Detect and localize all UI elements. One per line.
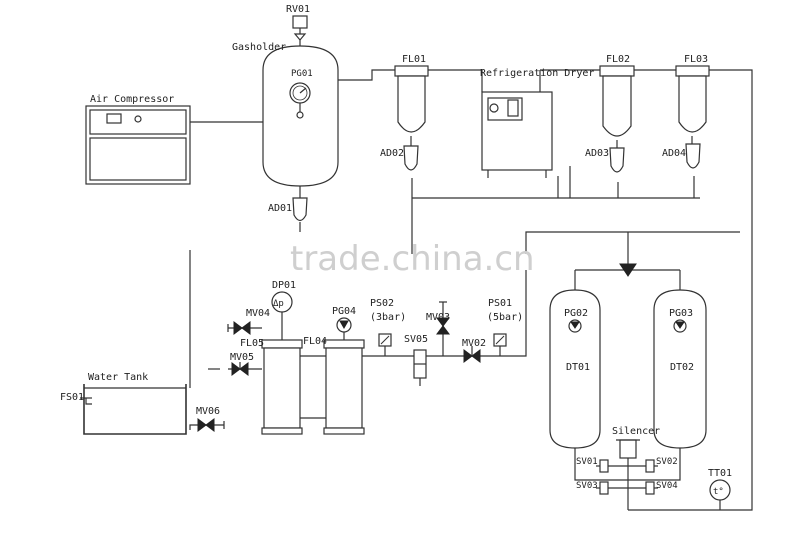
mv06-label: MV06: [196, 406, 220, 417]
auto-drain-ad01: AD01: [268, 197, 308, 232]
sv04-label: SV04: [656, 481, 678, 491]
auto-drain-ad02: AD02: [380, 145, 419, 171]
relief-valve-rv01: RV01: [286, 4, 310, 46]
pressure-gauge-pg04: PG04: [332, 306, 356, 333]
dp01-label: DP01: [272, 280, 296, 291]
ad04-label: AD04: [662, 148, 686, 159]
ps01-label: PS01: [488, 298, 512, 309]
manual-valve-mv06: MV06: [196, 406, 225, 432]
tt01-symbol: t°: [713, 487, 724, 497]
ps01-rating: (5bar): [487, 312, 523, 323]
fl01-label: FL01: [402, 54, 426, 65]
gasholder-tank: Gasholder PG01: [232, 42, 339, 187]
auto-drain-ad04: AD04: [662, 143, 701, 169]
float-switch-fs01: FS01: [60, 392, 92, 405]
solenoid-valve-sv03: SV03: [576, 481, 609, 495]
water-tank: Water Tank: [83, 372, 187, 435]
ps02-label: PS02: [370, 298, 394, 309]
ad01-label: AD01: [268, 203, 292, 214]
pg04-label: PG04: [332, 306, 356, 317]
fl04-label: FL04: [303, 336, 327, 347]
dt02-label: DT02: [670, 362, 694, 373]
fl05-label: FL05: [240, 338, 264, 349]
fl03-label: FL03: [684, 54, 708, 65]
mv02-label: MV02: [462, 338, 486, 349]
temperature-transmitter-tt01: t° TT01: [708, 468, 732, 501]
pg03-label: PG03: [669, 308, 693, 319]
fl02-label: FL02: [606, 54, 630, 65]
desiccant-tower-dt02: PG03 DT02: [653, 289, 707, 449]
sv02-label: SV02: [656, 457, 678, 467]
manual-valve-mv04: MV04: [227, 308, 270, 335]
manual-valve-mv05: MV05: [230, 352, 254, 376]
mv04-label: MV04: [246, 308, 270, 319]
sv03-label: SV03: [576, 481, 598, 491]
piping: [189, 69, 753, 511]
tt01-label: TT01: [708, 468, 732, 479]
refrigeration-dryer-label: Refrigeration Dryer: [480, 68, 594, 79]
filter-fl02: FL02: [599, 54, 635, 148]
sv05-label: SV05: [404, 334, 428, 345]
pg02-label: PG02: [564, 308, 588, 319]
filter-fl03: FL03: [675, 54, 710, 144]
thermometer-icon: [709, 479, 731, 501]
filter-fl05: FL05: [240, 338, 303, 435]
fs01-label: FS01: [60, 392, 84, 403]
tower-inlet-valve: [619, 263, 637, 277]
pg01-label: PG01: [291, 69, 313, 79]
ad03-label: AD03: [585, 148, 609, 159]
solenoid-valve-sv05: SV05: [404, 334, 428, 386]
air-compressor: Air Compressor: [85, 94, 191, 185]
pressure-switch-ps02: PS02 (3bar): [370, 298, 406, 347]
ad02-label: AD02: [380, 148, 404, 159]
auto-drain-ad03: AD03: [585, 147, 625, 173]
water-tank-label: Water Tank: [88, 372, 148, 383]
refrigeration-dryer: Refrigeration Dryer: [480, 68, 594, 178]
pressure-switch-ps01: PS01 (5bar): [487, 298, 523, 347]
mv05-label: MV05: [230, 352, 254, 363]
manual-valve-mv02: MV02: [462, 338, 486, 363]
gasholder-label: Gasholder: [232, 42, 286, 53]
solenoid-valve-sv02: SV02: [645, 457, 678, 473]
differential-pressure-gauge-dp01: Δp DP01: [271, 280, 296, 313]
filter-fl04: FL04: [300, 336, 365, 435]
filter-fl01: FL01: [394, 54, 429, 146]
sv01-label: SV01: [576, 457, 598, 467]
dp01-symbol: Δp: [273, 299, 284, 309]
silencer: Silencer: [612, 426, 660, 459]
ps02-rating: (3bar): [370, 312, 406, 323]
differential-pressure-icon: [271, 291, 293, 313]
manual-valve-mv03: MV03: [426, 301, 450, 335]
dt01-label: DT01: [566, 362, 590, 373]
desiccant-tower-dt01: PG02 DT01: [549, 289, 601, 449]
solenoid-valve-sv04: SV04: [645, 481, 678, 495]
air-compressor-label: Air Compressor: [90, 94, 174, 105]
watermark: trade.china.cn: [290, 239, 535, 279]
solenoid-valve-sv01: SV01: [576, 457, 609, 473]
rv01-label: RV01: [286, 4, 310, 15]
silencer-label: Silencer: [612, 426, 660, 437]
mv03-label: MV03: [426, 312, 450, 323]
